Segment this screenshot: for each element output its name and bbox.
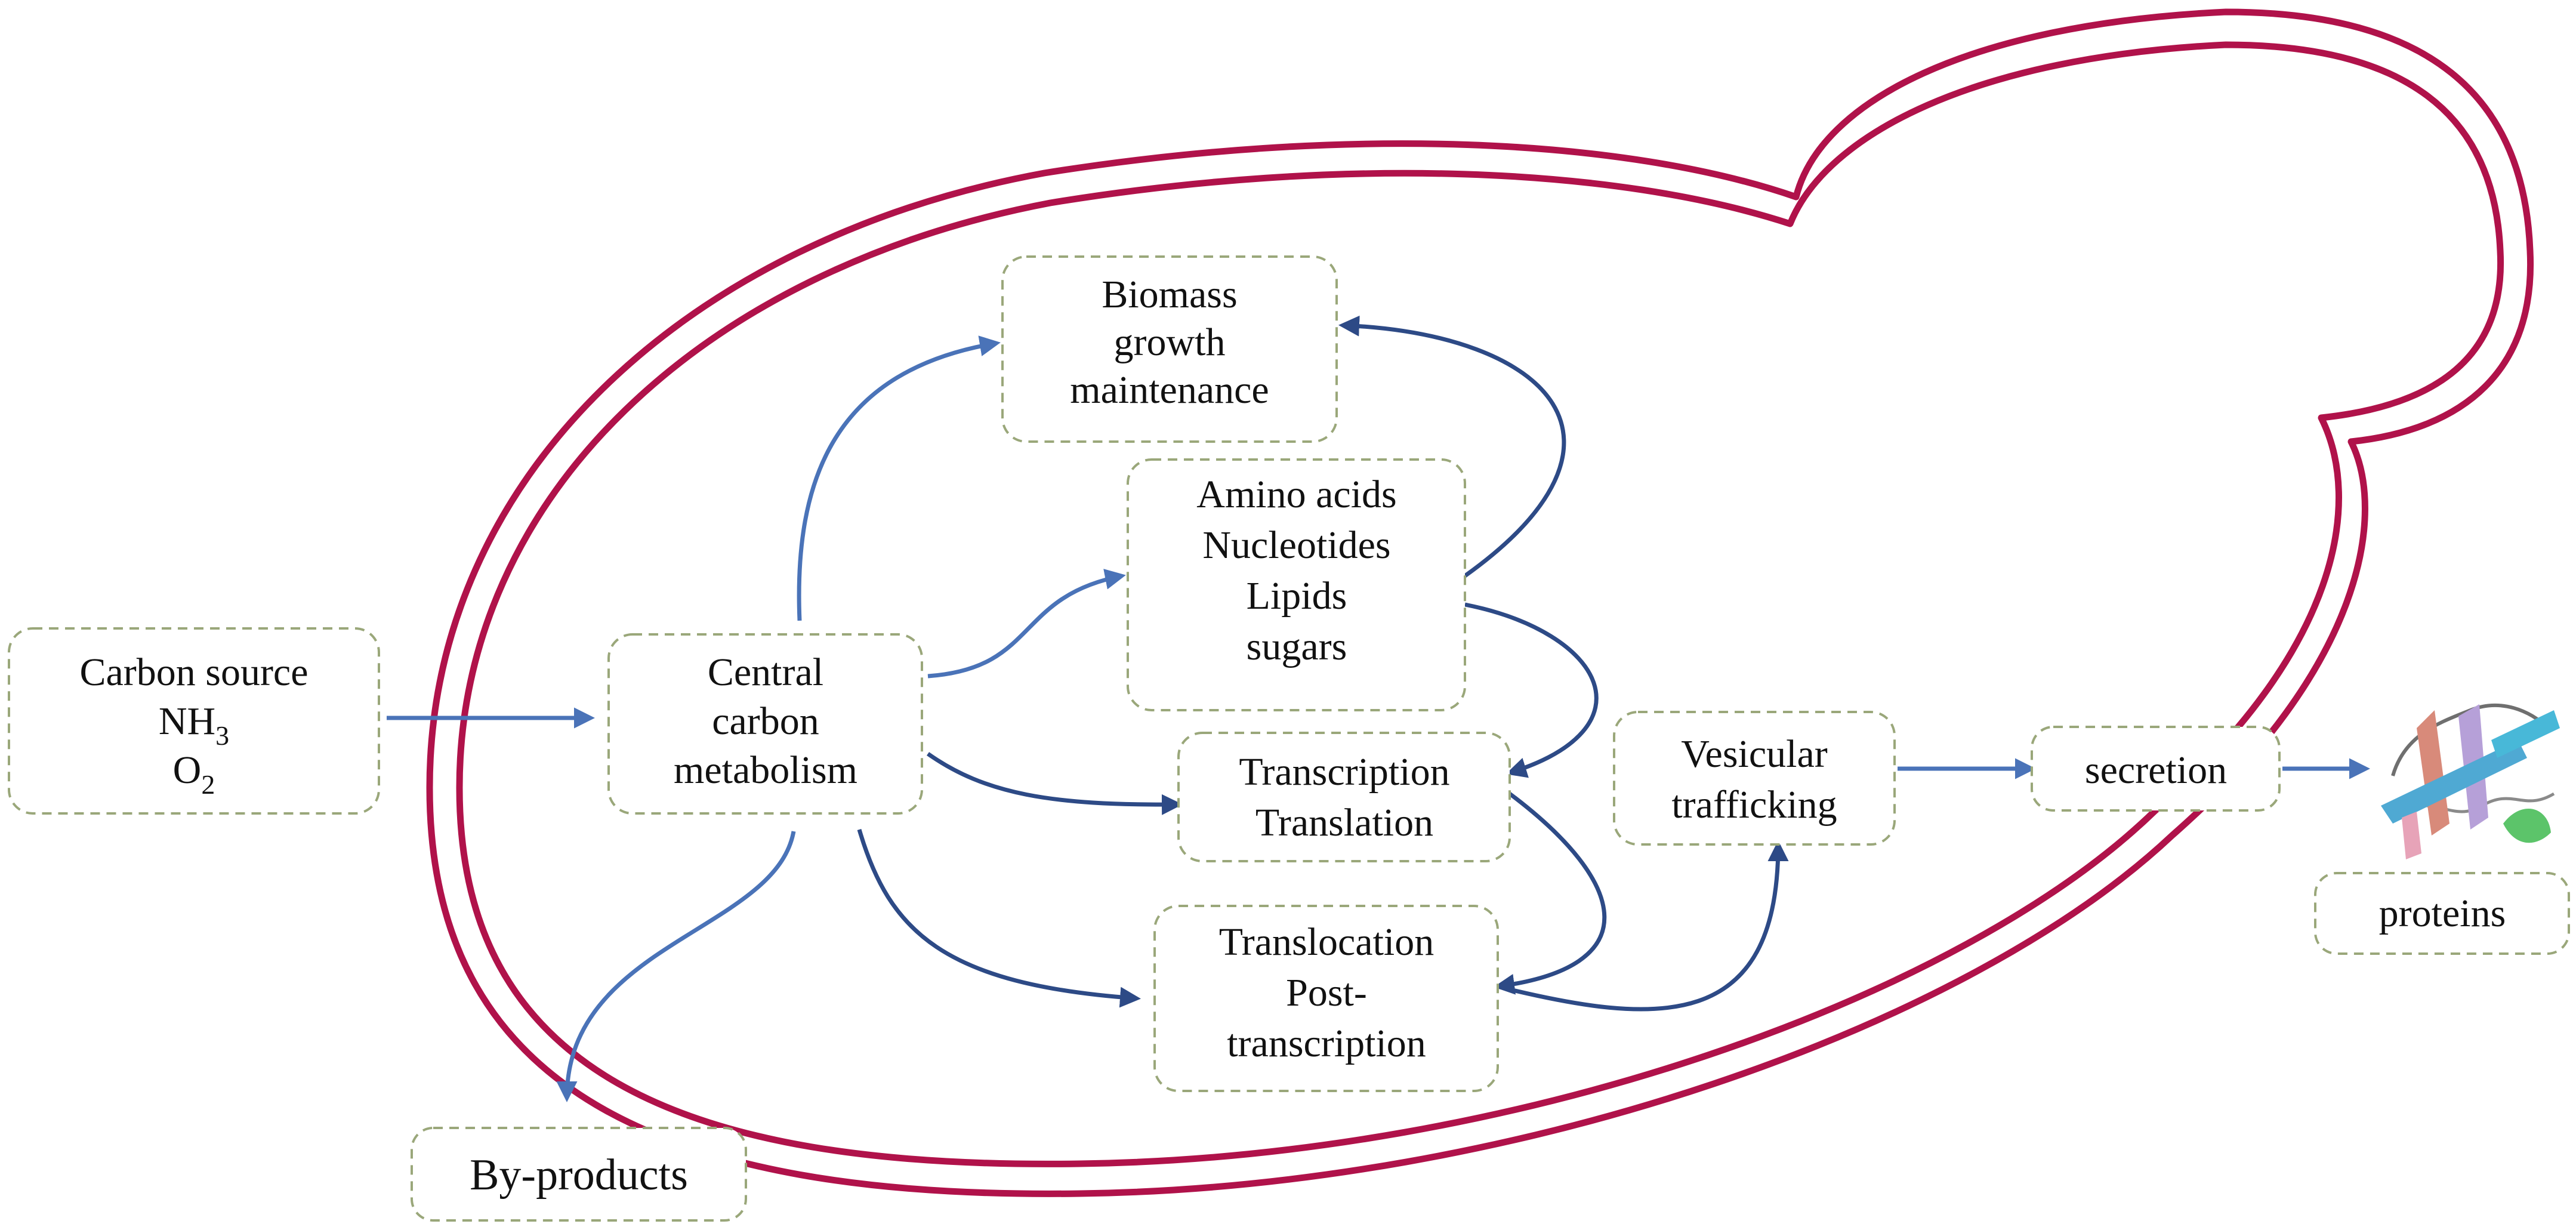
arrow-central-to-translocation: [857, 829, 1141, 1008]
node-proteins: proteins: [2314, 872, 2570, 955]
arrow-transcription-to-translocation: [1494, 792, 1607, 995]
node-transcription: Transcription Translation: [1177, 732, 1511, 862]
central-line-1: Central: [708, 651, 823, 694]
node-carbon-source-box: [8, 627, 380, 815]
node-secretion-box: [2031, 726, 2281, 812]
o2-label: O2: [173, 748, 215, 800]
vesicular-line-2: trafficking: [1671, 783, 1837, 827]
node-vesicular: Vesicular trafficking: [1613, 711, 1896, 846]
protein-structure-icon: [2381, 704, 2560, 859]
node-vesicular-box: [1613, 711, 1896, 846]
translocation-line-1: Translocation: [1219, 920, 1434, 964]
translocation-line-2: Post-: [1286, 971, 1367, 1015]
node-biomass-box: [1001, 255, 1338, 443]
node-byproducts-box: [411, 1127, 747, 1222]
node-transcription-box: [1177, 732, 1511, 862]
flow-arrows: [387, 315, 2370, 1102]
vesicular-line-1: Vesicular: [1681, 732, 1828, 776]
central-line-2: carbon: [712, 699, 819, 743]
amino-line-1: Amino acids: [1196, 473, 1396, 516]
node-translocation-box: [1153, 905, 1499, 1092]
arrow-amino-to-transcription: [1464, 602, 1599, 778]
arrow-central-to-byproducts: [556, 831, 796, 1102]
node-byproducts: By-products: [411, 1127, 747, 1222]
byproducts-label: By-products: [470, 1151, 688, 1200]
central-line-3: metabolism: [674, 748, 857, 792]
arrow-amino-to-biomass: [1338, 315, 1566, 578]
translocation-line-3: transcription: [1227, 1022, 1426, 1065]
arrow-translocation-to-vesicular: [1497, 840, 1789, 1012]
amino-line-2: Nucleotides: [1202, 523, 1390, 567]
node-translocation: Translocation Post- transcription: [1153, 905, 1499, 1092]
node-secretion: secretion: [2031, 726, 2281, 812]
arrow-central-to-amino: [927, 569, 1126, 679]
node-biomass: Biomass growth maintenance: [1001, 255, 1338, 443]
nh3-label: NH3: [159, 699, 229, 751]
carbon-source-label: Carbon source: [79, 651, 308, 694]
node-amino-acids: Amino acids Nucleotides Lipids sugars: [1127, 458, 1466, 711]
arrow-central-to-biomass: [797, 335, 1001, 621]
transcription-line-2: Translation: [1255, 801, 1433, 844]
biomass-line-3: maintenance: [1070, 368, 1269, 412]
biomass-line-2: growth: [1114, 320, 1226, 364]
node-amino-box: [1127, 458, 1466, 711]
secretion-label: secretion: [2085, 748, 2227, 792]
amino-line-3: Lipids: [1247, 574, 1347, 618]
cell-wall-outer: [426, 8, 2534, 1197]
amino-line-4: sugars: [1247, 625, 1347, 668]
node-central-box: [607, 633, 923, 815]
proteins-label: proteins: [2379, 892, 2506, 935]
cell-wall-inner: [456, 41, 2504, 1167]
node-proteins-box: [2314, 872, 2570, 955]
node-carbon-source: Carbon source NH3 O2: [8, 627, 380, 815]
yeast-cell-wall: [426, 8, 2534, 1197]
transcription-line-1: Transcription: [1239, 750, 1449, 794]
arrow-central-to-transcription: [926, 752, 1183, 815]
node-central-carbon: Central carbon metabolism: [607, 633, 923, 815]
biomass-line-1: Biomass: [1102, 273, 1237, 316]
